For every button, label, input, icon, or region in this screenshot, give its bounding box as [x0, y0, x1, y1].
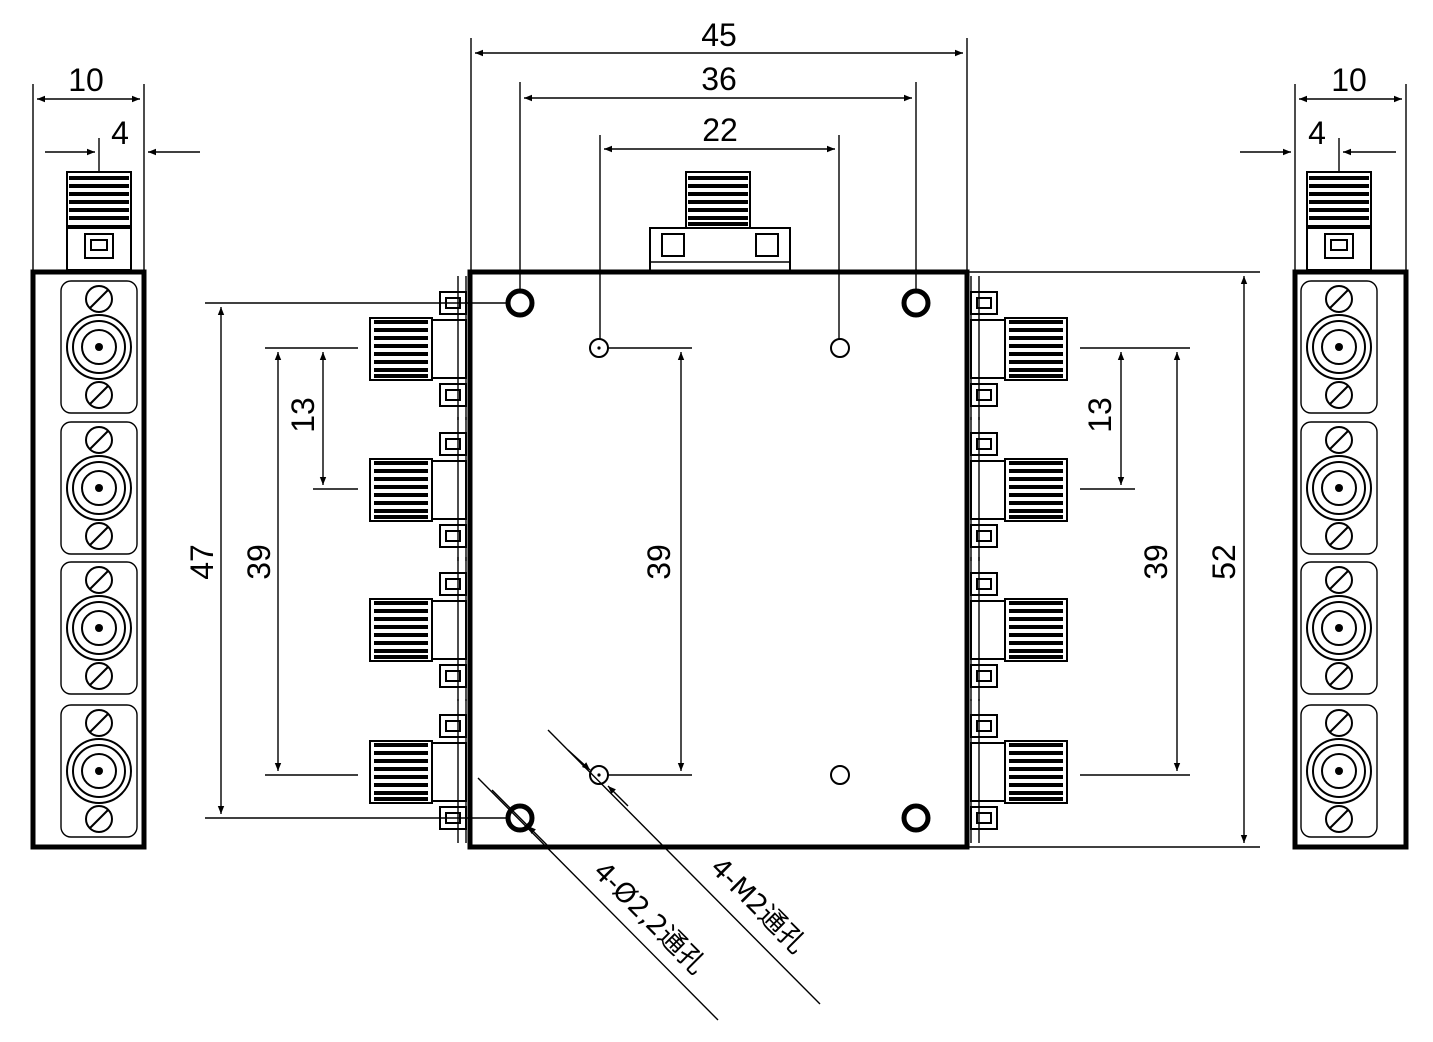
right-output-connectors [969, 274, 1069, 845]
dimension-labels-right: 13 39 52 [1082, 397, 1242, 580]
leader-lines [477, 729, 821, 1021]
dim-port-pitch-right: 13 [1082, 397, 1118, 433]
dim-side-right-offset: 4 [1308, 115, 1326, 151]
left-output-connectors [368, 274, 468, 845]
dim-port-span-right: 39 [1138, 544, 1174, 580]
note-mount-holes: 4-Ø2,2通孔 [587, 856, 712, 981]
dimension-lines-left [205, 302, 508, 819]
dimension-lines-center [608, 347, 692, 776]
dim-overall-width: 45 [701, 17, 737, 53]
note-thread-holes: 4-M2通孔 [704, 852, 812, 960]
main-view [368, 171, 1069, 850]
dimension-lines-right [967, 271, 1260, 848]
dim-side-right-width: 10 [1331, 62, 1367, 98]
dim-side-left-offset: 4 [111, 115, 129, 151]
dimension-lines-side [32, 84, 1407, 272]
dim-hole-spacing: 22 [702, 112, 738, 148]
dim-hole-height: 47 [184, 544, 220, 580]
left-side-view [30, 170, 147, 850]
left-side-top-connector [65, 170, 133, 272]
dimension-labels-left: 47 13 39 [184, 397, 321, 580]
dimension-labels-top: 45 36 22 [701, 17, 738, 148]
dim-side-left-width: 10 [68, 62, 104, 98]
right-side-view [1292, 170, 1409, 850]
right-side-top-connector [1305, 170, 1373, 272]
dim-overall-height: 52 [1206, 544, 1242, 580]
dim-port-pitch-left: 13 [285, 397, 321, 433]
dimension-labels-side: 10 4 10 4 [68, 62, 1367, 151]
dim-port-span-left: 39 [241, 544, 277, 580]
dimension-lines-top [470, 38, 968, 340]
dim-mount-spacing: 36 [701, 61, 737, 97]
dim-center-span: 39 [641, 544, 677, 580]
top-input-connector [649, 171, 791, 273]
main-body [467, 269, 970, 850]
left-side-body [30, 269, 147, 850]
